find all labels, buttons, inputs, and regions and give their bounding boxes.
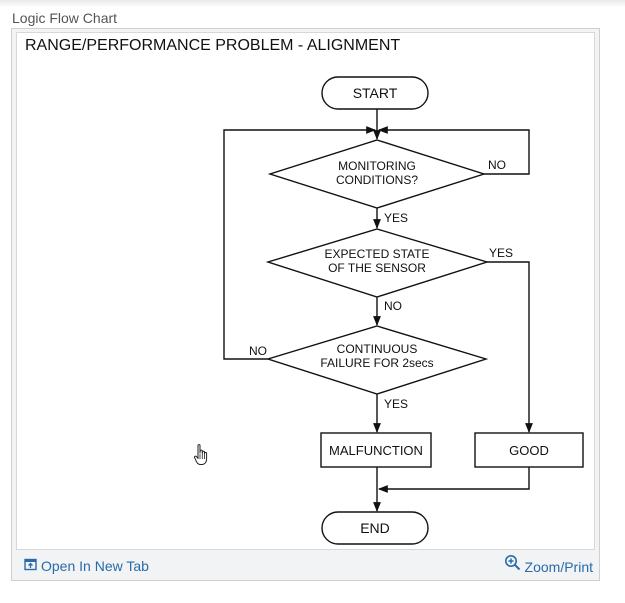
connector-d2-yes-good: [487, 261, 533, 433]
d1-yes-label: YES: [384, 211, 408, 225]
malfunction-box: [320, 432, 432, 468]
d2-yes-label: YES: [489, 246, 513, 260]
d1-no-label: NO: [488, 158, 506, 172]
connector-d3-no-loop: [223, 126, 376, 360]
flow-chart-panel: RANGE/PERFORMANCE PROBLEM - ALIGNMENT: [11, 28, 600, 581]
open-in-new-tab-link[interactable]: Open In New Tab: [24, 558, 149, 574]
start-label: START: [353, 85, 398, 101]
chart-title: RANGE/PERFORMANCE PROBLEM - ALIGNMENT: [25, 37, 401, 54]
flowchart-diagram: START MONITORING CONDITIONS? EXPECTED ST…: [223, 76, 584, 545]
connector-d1-no-loop: [378, 126, 530, 175]
decision-continuous-failure: [265, 325, 489, 395]
decision-1-line-2: CONDITIONS?: [336, 173, 418, 187]
d2-no-label: NO: [384, 299, 402, 313]
open-in-new-tab-label: Open In New Tab: [41, 558, 149, 574]
decision-3-line-2: FAILURE FOR 2secs: [320, 356, 433, 370]
good-box: [474, 432, 584, 468]
open-tab-icon: [24, 558, 37, 574]
decision-2-line-2: OF THE SENSOR: [328, 261, 426, 275]
connector-good-end: [378, 467, 530, 493]
start-terminal: [321, 76, 429, 110]
good-label: GOOD: [509, 443, 549, 458]
top-shadow: [0, 0, 625, 7]
malfunction-label: MALFUNCTION: [329, 443, 423, 458]
magnifier-plus-icon: [504, 554, 521, 574]
zoom-print-link[interactable]: Zoom/Print: [504, 553, 593, 575]
d3-yes-label: YES: [384, 397, 408, 411]
panel-title: Logic Flow Chart: [12, 10, 118, 26]
decision-3-line-1: CONTINUOUS: [337, 342, 418, 356]
d3-no-label: NO: [249, 344, 267, 358]
flow-chart-image[interactable]: RANGE/PERFORMANCE PROBLEM - ALIGNMENT: [16, 32, 595, 550]
end-label: END: [360, 520, 390, 536]
decision-1-line-1: MONITORING: [338, 159, 416, 173]
end-terminal: [321, 511, 429, 545]
decision-monitoring-conditions: [267, 139, 487, 209]
decision-expected-state: [265, 228, 490, 298]
panel-footer: Open In New Tab Zoom/Print: [12, 550, 599, 581]
hand-pointer-icon: [193, 443, 211, 472]
decision-2-line-1: EXPECTED STATE: [325, 247, 430, 261]
zoom-print-label: Zoom/Print: [524, 559, 593, 575]
